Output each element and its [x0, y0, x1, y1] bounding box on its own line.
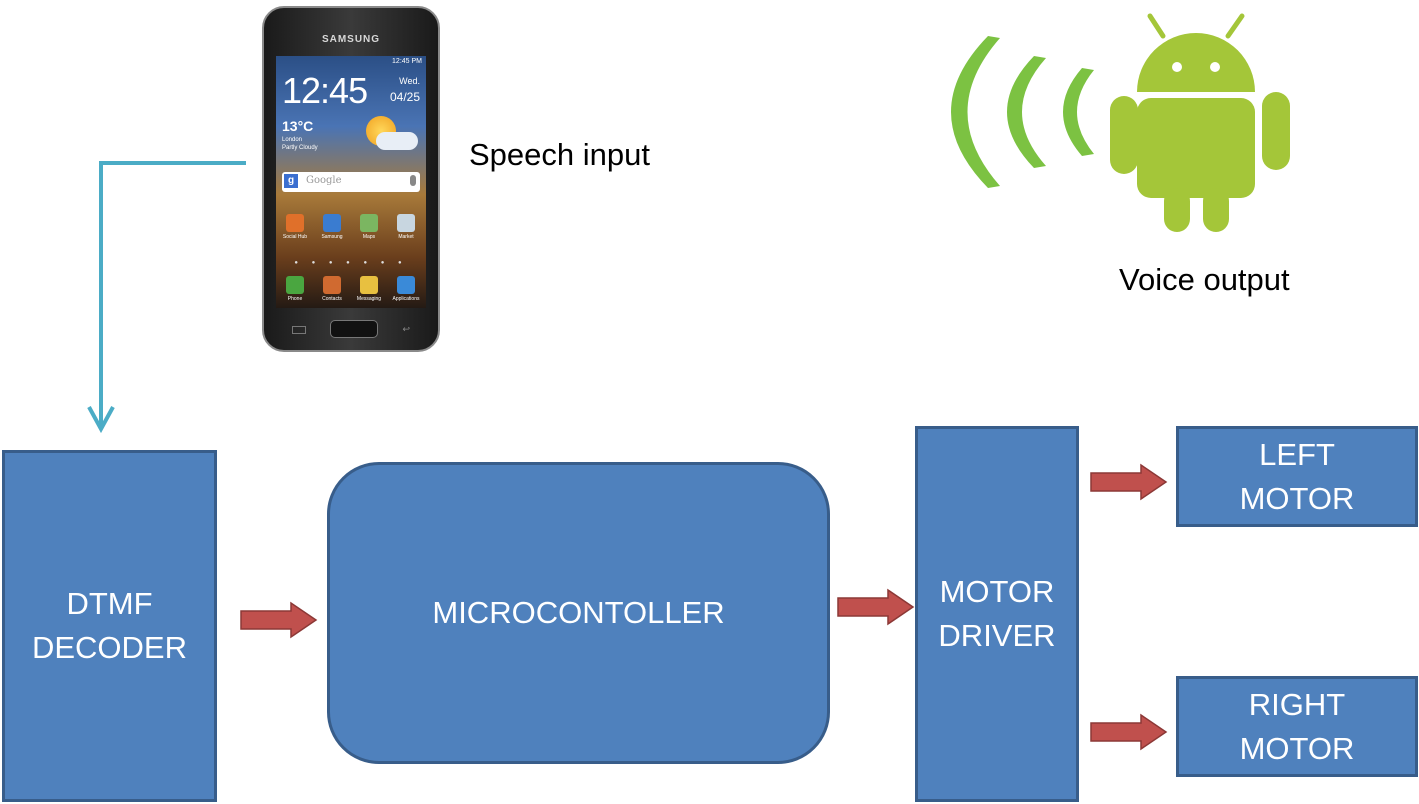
phone-search-bar: g Google: [282, 172, 420, 192]
sound-waves-icon: [951, 36, 1094, 188]
messaging-icon: [360, 276, 378, 294]
right-motor-block: RIGHT MOTOR: [1176, 676, 1418, 777]
menu-key-icon: [292, 326, 306, 334]
cloud-icon: [376, 132, 418, 150]
app-contacts: Contacts: [314, 276, 350, 302]
contacts-icon: [323, 276, 341, 294]
phone-call-icon: [286, 276, 304, 294]
phone-status-time: 12:45 PM: [392, 58, 422, 65]
phone-screen: 12:45 PM 12:45 Wed. 04/25 13°C London Pa…: [276, 56, 426, 308]
android-robot-icon: [1110, 13, 1290, 232]
arrow-driver-to-right-motor: [1090, 713, 1168, 751]
app-messaging: Messaging: [351, 276, 387, 302]
google-icon: g: [284, 174, 298, 188]
phone-date: 04/25: [389, 90, 420, 104]
arrow-decoder-to-microcontroller: [240, 601, 318, 639]
page-indicator-dots: ● ● ● ● ● ● ●: [294, 260, 408, 266]
dtmf-decoder-block: DTMF DECODER: [2, 450, 217, 802]
left-motor-block: LEFT MOTOR: [1176, 426, 1418, 527]
social-hub-icon: [286, 214, 304, 232]
app-maps: Maps: [351, 214, 387, 240]
phone-to-decoder-connector: [99, 161, 246, 427]
app-phone: Phone: [277, 276, 313, 302]
phone-clock: 12:45: [282, 70, 368, 111]
arrow-driver-to-left-motor: [1090, 463, 1168, 501]
app-samsung: Samsung: [314, 214, 350, 240]
phone-search-placeholder: Google: [306, 175, 342, 186]
home-button: [330, 320, 378, 338]
voice-output-label: Voice output: [1119, 262, 1290, 297]
smartphone-icon: SAMSUNG 12:45 PM 12:45 Wed. 04/25 13°C L…: [262, 6, 440, 352]
mic-icon: [410, 175, 416, 186]
speech-input-label: Speech input: [469, 137, 650, 172]
arrow-microcontroller-to-driver: [837, 588, 915, 626]
maps-icon: [360, 214, 378, 232]
phone-day: Wed.: [399, 76, 420, 86]
motor-driver-block: MOTOR DRIVER: [915, 426, 1079, 802]
phone-brand: SAMSUNG: [321, 34, 381, 45]
app-market: Market: [388, 214, 424, 240]
phone-temperature: 13°C: [282, 118, 314, 134]
samsung-apps-icon: [323, 214, 341, 232]
app-social-hub: Social Hub: [277, 214, 313, 240]
microcontroller-block: MICROCONTOLLER: [327, 462, 830, 764]
phone-weather-text: London Partly Cloudy: [282, 137, 318, 151]
connector-arrowhead: [87, 406, 115, 434]
app-applications: Applications: [388, 276, 424, 302]
applications-grid-icon: [397, 276, 415, 294]
back-key-icon: ↩: [402, 324, 410, 334]
market-icon: [397, 214, 415, 232]
